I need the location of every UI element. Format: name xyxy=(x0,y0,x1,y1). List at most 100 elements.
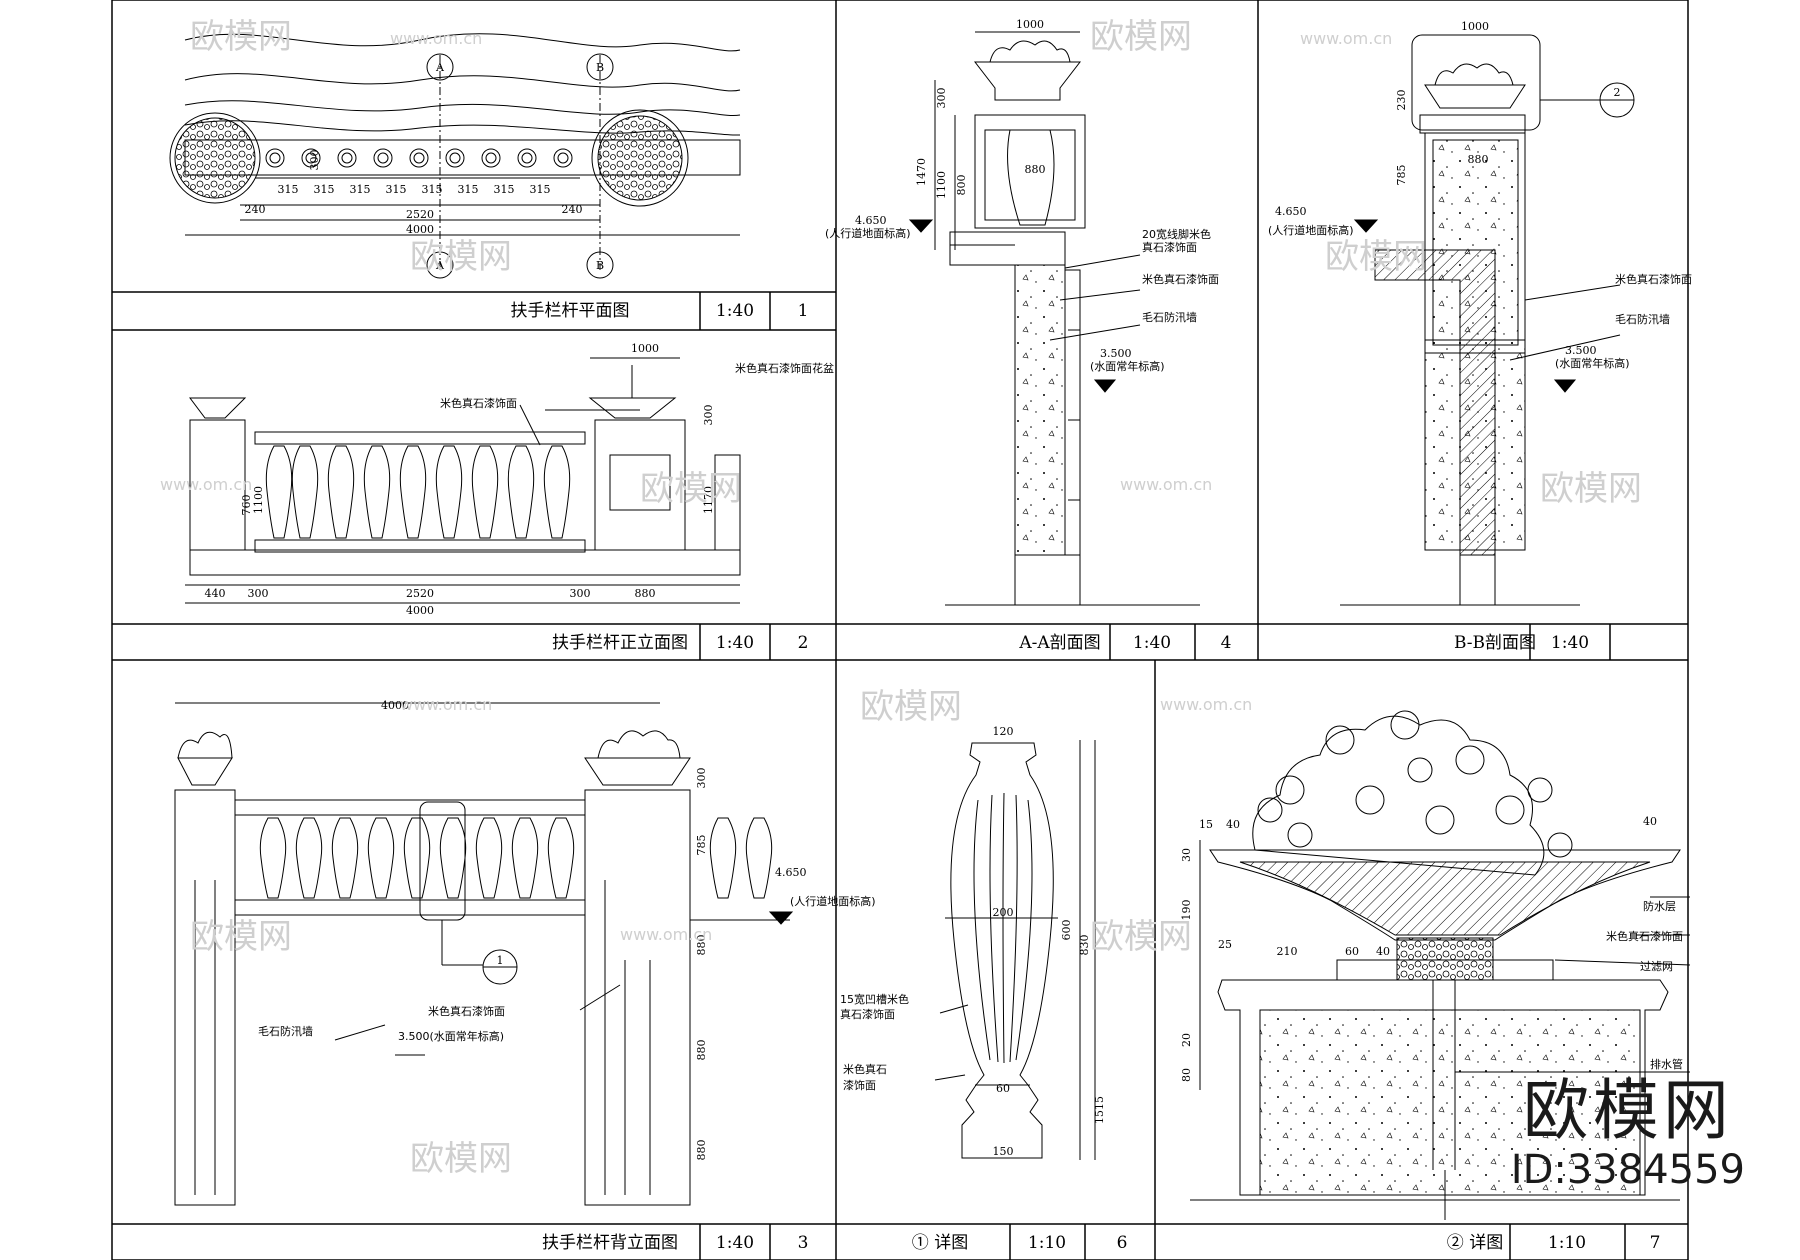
plan-dim-240-left: 240 xyxy=(245,203,266,216)
plan-balusters xyxy=(265,148,573,168)
front-dim-760: 760 xyxy=(240,495,253,516)
watermark-url: www.om.cn xyxy=(160,475,252,494)
section-marker-b-bottom xyxy=(586,251,614,279)
watermark: 欧模网 xyxy=(1540,469,1642,509)
sec-b-dim-230: 230 xyxy=(1395,90,1408,111)
back-dim-785: 785 xyxy=(695,835,708,856)
plan-pot-left xyxy=(169,112,261,204)
plan-dim-2520: 2520 xyxy=(406,208,434,221)
watermark: 欧模网 xyxy=(640,469,742,509)
det1-dim-600: 600 xyxy=(1060,920,1073,941)
elev-marker xyxy=(1093,379,1117,393)
sec-b-note-1: 米色真石漆饰面 xyxy=(1615,272,1692,286)
back-note-2: 毛石防汛墙 xyxy=(258,1024,313,1038)
detail-2-labels: 15 40 40 25 210 60 40 190 20 80 30 防水层 米… xyxy=(1180,815,1683,1082)
brand-name: 欧模网 xyxy=(1522,1072,1733,1149)
det2-note-3: 过滤网 xyxy=(1640,960,1673,973)
watermark: 欧模网 xyxy=(1090,917,1192,957)
watermarks: 欧模网 欧模网 欧模网 欧模网 欧模网 欧模网 欧模网 欧模网 欧模网 欧模网 … xyxy=(160,17,1642,1179)
marker-a-bottom-label: A xyxy=(435,259,445,272)
sec-b-elev-1-note: (人行道地面标高) xyxy=(1268,223,1354,237)
plan-dim-315: 315 xyxy=(314,183,335,196)
back-elev-1: 4.650 xyxy=(775,866,807,879)
front-elevation xyxy=(185,357,741,604)
det2-dim-15: 15 xyxy=(1199,818,1213,831)
sec-a-note-2: 米色真石漆饰面 xyxy=(1142,272,1219,286)
back-dim-880-2: 880 xyxy=(695,1040,708,1061)
plan-dim-315: 315 xyxy=(458,183,479,196)
det1-dim-150: 150 xyxy=(993,1145,1014,1158)
front-dim-1100: 1100 xyxy=(252,486,265,514)
detail-1-number: 6 xyxy=(1117,1233,1128,1253)
det1-dim-830: 830 xyxy=(1078,935,1091,956)
det1-dim-120: 120 xyxy=(993,725,1014,738)
section-a-number: 4 xyxy=(1221,633,1232,653)
watermark-url: www.om.cn xyxy=(1160,695,1252,714)
sec-a-elev-2: 3.500 xyxy=(1100,347,1132,360)
marker-a-top-label: A xyxy=(435,61,445,74)
back-dim-880-3: 880 xyxy=(695,1140,708,1161)
sec-a-dim-800: 800 xyxy=(955,175,968,196)
watermark: 欧模网 xyxy=(190,17,292,57)
det1-note-2: 米色真石 xyxy=(843,1062,887,1076)
brand-id: ID:3384559 xyxy=(1510,1147,1745,1193)
plan-scale: 1:40 xyxy=(716,301,754,321)
sec-a-elev-1: 4.650 xyxy=(855,214,887,227)
det2-dim-20: 20 xyxy=(1180,1033,1193,1047)
watermark-url: www.om.cn xyxy=(400,695,492,714)
section-marker-a-bottom xyxy=(426,251,454,279)
section-b-scale: 1:40 xyxy=(1551,633,1589,653)
sec-a-dim-1100: 1100 xyxy=(935,171,948,199)
back-title: 扶手栏杆背立面图 xyxy=(542,1233,678,1253)
section-a-plant xyxy=(989,40,1071,63)
sec-a-note-1b: 真石漆饰面 xyxy=(1142,240,1197,254)
sec-b-dim-1000: 1000 xyxy=(1461,20,1489,33)
marker-b-top-label: B xyxy=(596,61,604,74)
sec-a-dim-880: 880 xyxy=(1025,163,1046,176)
plan-dim-300: 300 xyxy=(308,150,321,171)
front-dim-440: 440 xyxy=(205,587,226,600)
det2-note-1: 防水层 xyxy=(1643,899,1676,913)
plan-view xyxy=(169,33,741,279)
sheet-frame xyxy=(111,0,1689,1260)
section-marker-b-top xyxy=(586,53,614,81)
det2-dim-190: 190 xyxy=(1180,900,1193,921)
back-number: 3 xyxy=(798,1233,809,1253)
marker-b-bottom-label: B xyxy=(596,259,604,272)
watermark: 欧模网 xyxy=(190,917,292,957)
detail-2-title: ② 详图 xyxy=(1447,1233,1503,1253)
watermark-url: www.om.cn xyxy=(1120,475,1212,494)
front-title: 扶手栏杆正立面图 xyxy=(552,633,688,653)
callout-1-label: 1 xyxy=(497,954,504,967)
back-dim-880-1: 880 xyxy=(695,935,708,956)
det1-note-1: 15宽凹槽米色 xyxy=(840,992,909,1006)
front-dim-4000: 4000 xyxy=(406,604,434,617)
plan-dim-315: 315 xyxy=(422,183,443,196)
front-scale: 1:40 xyxy=(716,633,754,653)
back-note-1: 米色真石漆饰面 xyxy=(428,1004,505,1018)
det2-dim-60: 60 xyxy=(1345,945,1359,958)
elev-marker xyxy=(908,219,934,233)
det2-dim-25: 25 xyxy=(1218,938,1232,951)
sec-a-dim-1470: 1470 xyxy=(915,158,928,186)
det2-dim-40-left: 40 xyxy=(1226,818,1240,831)
front-note-face: 米色真石漆饰面 xyxy=(440,396,517,410)
section-marker-a-top xyxy=(426,53,454,81)
elev-marker xyxy=(1353,219,1379,233)
plan-dim-240-right: 240 xyxy=(562,203,583,216)
sec-a-dim-300: 300 xyxy=(935,88,948,109)
section-a-title: A-A剖面图 xyxy=(1018,633,1100,653)
detail-2-number: 7 xyxy=(1650,1233,1661,1253)
sec-a-elev-2-note: (水面常年标高) xyxy=(1090,359,1165,373)
plan-pot-right xyxy=(591,109,689,207)
section-b-plant xyxy=(1434,63,1514,86)
detail-2-scale: 1:10 xyxy=(1548,1233,1586,1253)
det2-note-4: 排水管 xyxy=(1650,1057,1683,1071)
section-a-labels: 1000 880 1470 1100 300 800 4.650 (人行道地面标… xyxy=(825,18,1219,373)
sec-b-note-2: 毛石防汛墙 xyxy=(1615,312,1670,326)
front-balusters xyxy=(265,445,571,539)
sec-a-dim-1000: 1000 xyxy=(1016,18,1044,31)
watermark-url: www.om.cn xyxy=(620,925,712,944)
watermark-url: www.om.cn xyxy=(390,29,482,48)
det1-dim-200: 200 xyxy=(993,906,1014,919)
